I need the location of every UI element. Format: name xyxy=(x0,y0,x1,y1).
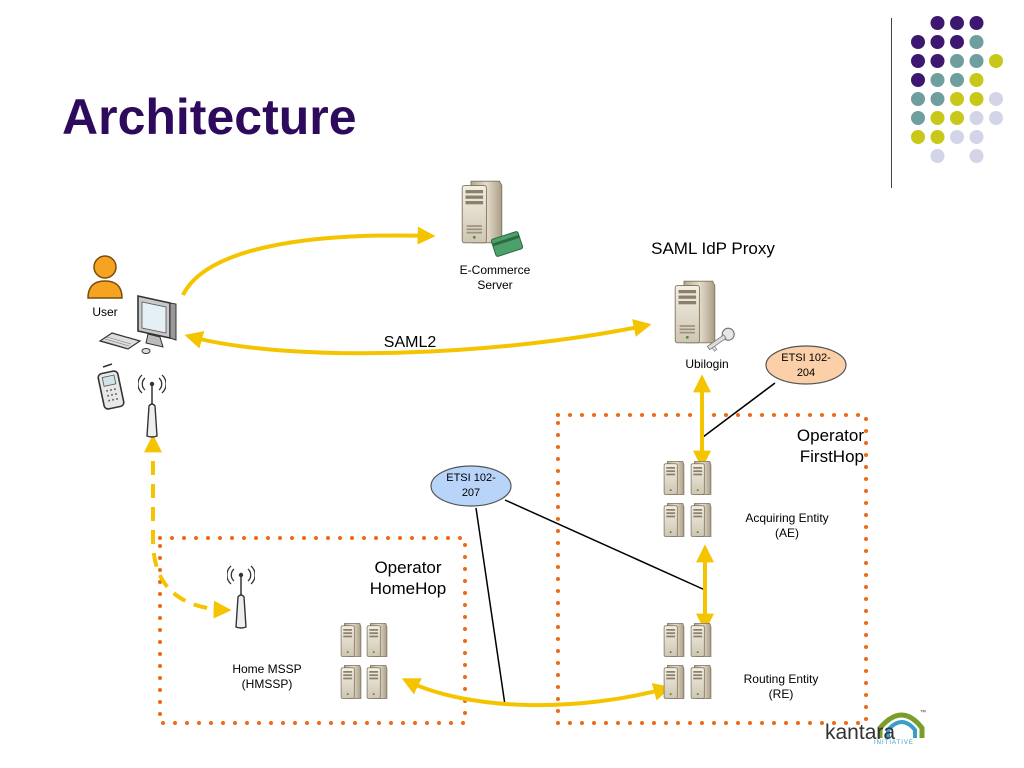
operator-homehop-label: Operator HomeHop xyxy=(358,557,458,599)
etsi-207-oval xyxy=(430,465,512,507)
routing-entity-line1: Routing Entity xyxy=(743,672,819,686)
acquiring-entity-label: Acquiring Entity (AE) xyxy=(722,511,852,541)
decorative-dot xyxy=(911,92,925,106)
etsi-204-line1: ETSI 102- xyxy=(781,352,831,364)
decorative-dot xyxy=(950,35,964,49)
decorative-dot xyxy=(950,111,964,125)
decorative-dot xyxy=(930,54,945,68)
saml-proxy-server-icon xyxy=(674,280,716,344)
routing-entity-servers-icon xyxy=(663,622,712,700)
decorative-dot xyxy=(950,54,964,68)
decorative-dot xyxy=(950,16,964,30)
user-label: User xyxy=(92,305,118,319)
operator-homehop-region xyxy=(158,536,467,725)
decorative-dot xyxy=(969,111,984,125)
operator-firsthop-line2: FirstHop xyxy=(799,447,864,466)
antenna-tower-icon xyxy=(138,374,166,438)
decorative-dot xyxy=(950,73,964,87)
etsi-207-connector-home xyxy=(475,507,506,706)
arrow-user-to-ecommerce xyxy=(181,226,436,296)
etsi-204-connector xyxy=(702,382,776,438)
operator-firsthop-region xyxy=(556,413,868,725)
ecommerce-server-icon xyxy=(461,180,503,244)
acquiring-entity-line1: Acquiring Entity xyxy=(745,511,829,525)
operator-homehop-line1: Operator xyxy=(374,558,442,577)
kantara-logo-text: kantara xyxy=(825,721,896,744)
decorative-dot xyxy=(969,16,984,30)
ecommerce-server-label: E-Commerce Server xyxy=(440,263,550,293)
slide-title: Architecture xyxy=(62,89,357,145)
decorative-dot xyxy=(950,92,964,106)
acquiring-entity-servers-icon xyxy=(663,460,712,538)
decorative-dot xyxy=(969,35,984,49)
etsi-207-line1: ETSI 102- xyxy=(446,472,496,484)
decorative-dot xyxy=(950,130,964,144)
key-icon xyxy=(706,327,735,352)
arrow-re-hmssp xyxy=(401,678,672,708)
decorative-dot xyxy=(911,73,925,87)
operator-homehop-line2: HomeHop xyxy=(369,579,447,598)
home-mssp-line1: Home MSSP xyxy=(232,662,302,676)
decorative-dot xyxy=(969,54,984,68)
operator-firsthop-label: Operator FirstHop xyxy=(768,425,864,467)
decorative-dot xyxy=(930,35,945,49)
routing-entity-line2: (RE) xyxy=(768,687,794,701)
home-mssp-label: Home MSSP (HMSSP) xyxy=(214,662,320,692)
decorative-dot xyxy=(911,130,925,144)
ecommerce-label-line1: E-Commerce xyxy=(459,263,531,277)
kantara-logo-tm: ™ xyxy=(920,710,926,716)
ubilogin-label: Ubilogin xyxy=(685,357,729,371)
arrow-tower-dashed xyxy=(144,434,232,619)
etsi-207-line2: 207 xyxy=(461,487,481,499)
etsi-204-line2: 204 xyxy=(796,367,816,379)
kantara-logo-subtext: INITIATIVE xyxy=(874,740,914,746)
decorative-dot xyxy=(989,111,1003,125)
operator-firsthop-line1: Operator xyxy=(796,426,864,445)
acquiring-entity-line2: (AE) xyxy=(775,526,799,540)
decorative-dot xyxy=(930,130,945,144)
ecommerce-label-line2: Server xyxy=(477,278,513,292)
decorative-dot xyxy=(930,111,945,125)
decorative-dot xyxy=(969,73,984,87)
home-mssp-servers-icon xyxy=(340,622,388,700)
routing-entity-label: Routing Entity (RE) xyxy=(724,672,838,702)
etsi-207-label: ETSI 102- 207 xyxy=(433,471,509,501)
decorative-dot xyxy=(911,35,925,49)
arrow-saml2 xyxy=(184,319,652,356)
decorative-dot xyxy=(911,54,925,68)
kantara-logo xyxy=(877,712,925,738)
decorative-dot xyxy=(930,16,945,30)
decorative-dot xyxy=(930,149,945,163)
antenna-tower-icon-home xyxy=(227,565,255,629)
decorative-dot xyxy=(930,73,945,87)
user-person-icon xyxy=(87,255,123,299)
saml-idp-proxy-label: SAML IdP Proxy xyxy=(651,239,775,258)
decorative-dot xyxy=(930,92,945,106)
etsi-204-label: ETSI 102- 204 xyxy=(768,351,844,381)
home-mssp-line2: (HMSSP) xyxy=(241,677,293,691)
decorative-dot xyxy=(989,54,1003,68)
decorative-dot xyxy=(969,92,984,106)
etsi-204-oval xyxy=(765,345,847,385)
computer-icon xyxy=(98,295,177,354)
saml2-label: SAML2 xyxy=(383,334,437,351)
decorative-dot xyxy=(989,92,1003,106)
decorative-dot xyxy=(969,149,984,163)
mobile-phone-icon xyxy=(97,363,125,410)
decorative-dot xyxy=(969,130,984,144)
divider-line xyxy=(891,18,892,188)
decorative-dot xyxy=(911,111,925,125)
etsi-207-connector-re xyxy=(504,499,706,591)
